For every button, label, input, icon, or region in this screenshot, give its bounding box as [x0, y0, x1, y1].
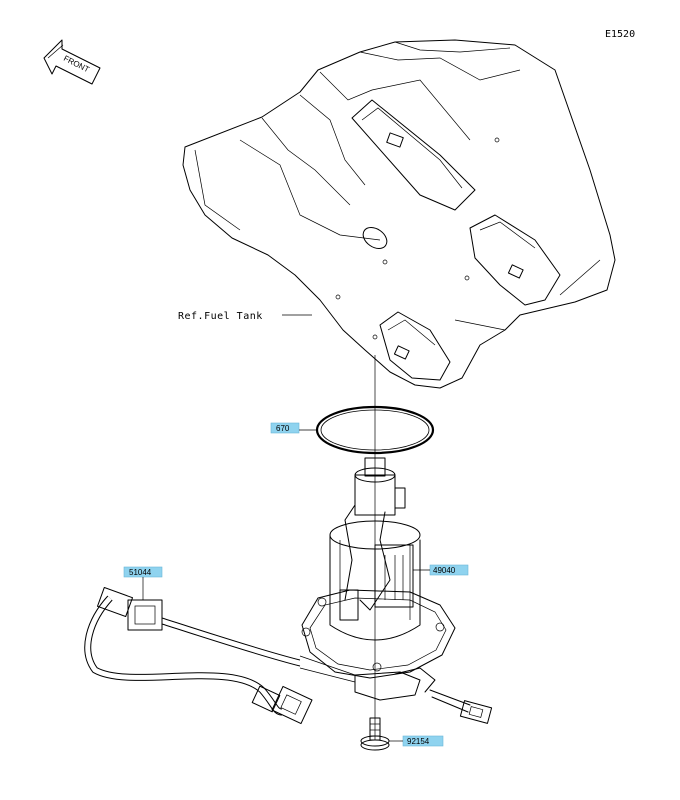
part-number-92154: 92154	[407, 737, 430, 746]
callout-92154[interactable]: 92154	[389, 735, 444, 747]
part-number-51044: 51044	[129, 568, 152, 577]
diagram-code: E1520	[605, 29, 635, 40]
ref-fuel-tank-label: Ref.Fuel Tank	[178, 311, 263, 322]
front-arrow-icon: FRONT	[43, 39, 101, 85]
part-number-670: 670	[276, 424, 290, 433]
fuel-tank-drawing	[182, 39, 616, 389]
part-number-49040: 49040	[433, 566, 456, 575]
wiring-harness-drawing[interactable]	[84, 586, 313, 725]
fuel-pump-drawing[interactable]	[301, 457, 493, 724]
callout-51044[interactable]: 51044	[123, 566, 163, 600]
callout-670[interactable]: 670	[270, 422, 318, 434]
callout-49040[interactable]: 49040	[413, 564, 469, 576]
